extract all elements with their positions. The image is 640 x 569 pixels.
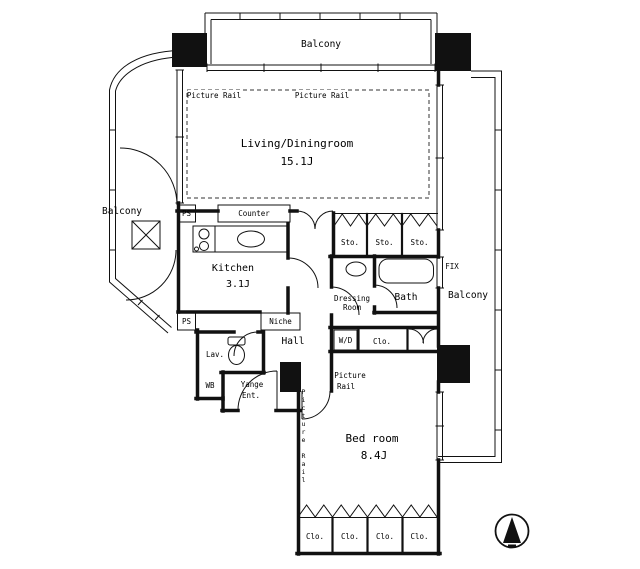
label-backdrop <box>188 90 240 101</box>
washer-dryer-box <box>333 329 358 351</box>
picture-rail-label-top-left: Picture Rail <box>187 91 241 100</box>
pipe-space-bottom-label: PS <box>182 317 192 326</box>
label-backdrop <box>296 90 348 101</box>
kitchen-label: Kitchen <box>212 263 254 274</box>
north-compass-icon <box>494 513 530 549</box>
dressing-room-label-line1: Dressing <box>334 294 370 303</box>
structural-columns <box>172 33 471 392</box>
balcony-outlines <box>109 12 502 463</box>
niche-label: Niche <box>269 317 292 326</box>
pipe-space-top-box <box>177 204 196 223</box>
closet-bottom-label-2: Clo. <box>341 532 359 541</box>
pipe-space-bottom-box <box>177 312 196 331</box>
balcony-right-label: Balcony <box>448 290 488 301</box>
bedroom-size: 8.4J <box>361 449 388 462</box>
window-lines <box>175 63 444 461</box>
stove-knob-icon <box>194 246 199 252</box>
lavatory-label: Lav. <box>206 350 224 359</box>
kitchen-size: 3.1J <box>226 279 250 290</box>
folding-door-zigzags <box>297 213 438 518</box>
living-room-size: 15.1J <box>280 155 313 168</box>
walls <box>175 68 442 556</box>
dressing-room-label-line2: Room <box>343 303 362 312</box>
kitchen-counter <box>214 225 289 253</box>
balcony-left-label: Balcony <box>102 206 142 217</box>
wall-dividers <box>331 212 409 555</box>
washer-dryer-label: W/D <box>339 336 353 345</box>
bedroom-label: Bed room <box>346 432 399 445</box>
storage-label-3: Sto. <box>410 238 428 247</box>
hall-label: Hall <box>282 336 305 347</box>
storage-label-2: Sto. <box>375 238 393 247</box>
picture-rail-label-top-right: Picture Rail <box>295 91 349 100</box>
storage-label-1: Sto. <box>341 238 359 247</box>
closet-bottom-label-4: Clo. <box>410 532 428 541</box>
balcony-top-label: Balcony <box>301 39 341 50</box>
bath-label: Bath <box>395 292 418 303</box>
bathtub-icon <box>378 258 434 284</box>
counter-box <box>217 204 291 223</box>
wb-label: WB <box>205 381 215 390</box>
entrance-label-line1: Yange <box>241 380 264 389</box>
wash-basin-icon <box>345 261 367 277</box>
stove-burner-icon <box>198 228 210 240</box>
picture-rail-bedroom-label-line2: Rail <box>337 382 355 391</box>
stove-burner-icon <box>199 241 209 251</box>
living-room-label: Living/Diningroom <box>241 137 354 150</box>
pipe-space-top-label: PS <box>182 209 192 218</box>
picture-rail-label-bedroom-vertical: Picture Rail <box>299 388 308 484</box>
fixtures <box>177 204 434 365</box>
closet-bottom-label-3: Clo. <box>376 532 394 541</box>
picture-rail-bedroom-label-line1: Picture <box>334 371 366 380</box>
counter-label: Counter <box>238 209 270 218</box>
kitchen-sink-icon <box>237 230 265 248</box>
entrance-label-line2: Ent. <box>242 391 260 400</box>
fix-window-label: FIX <box>445 262 459 271</box>
toilet-bowl-icon <box>228 345 245 365</box>
niche-box <box>260 312 301 331</box>
room-labels: Balcony Balcony Balcony Living/Diningroo… <box>102 39 488 541</box>
closet-bottom-label-1: Clo. <box>306 532 324 541</box>
closet-middle-label: Clo. <box>373 337 391 346</box>
door-arcs <box>119 147 438 420</box>
